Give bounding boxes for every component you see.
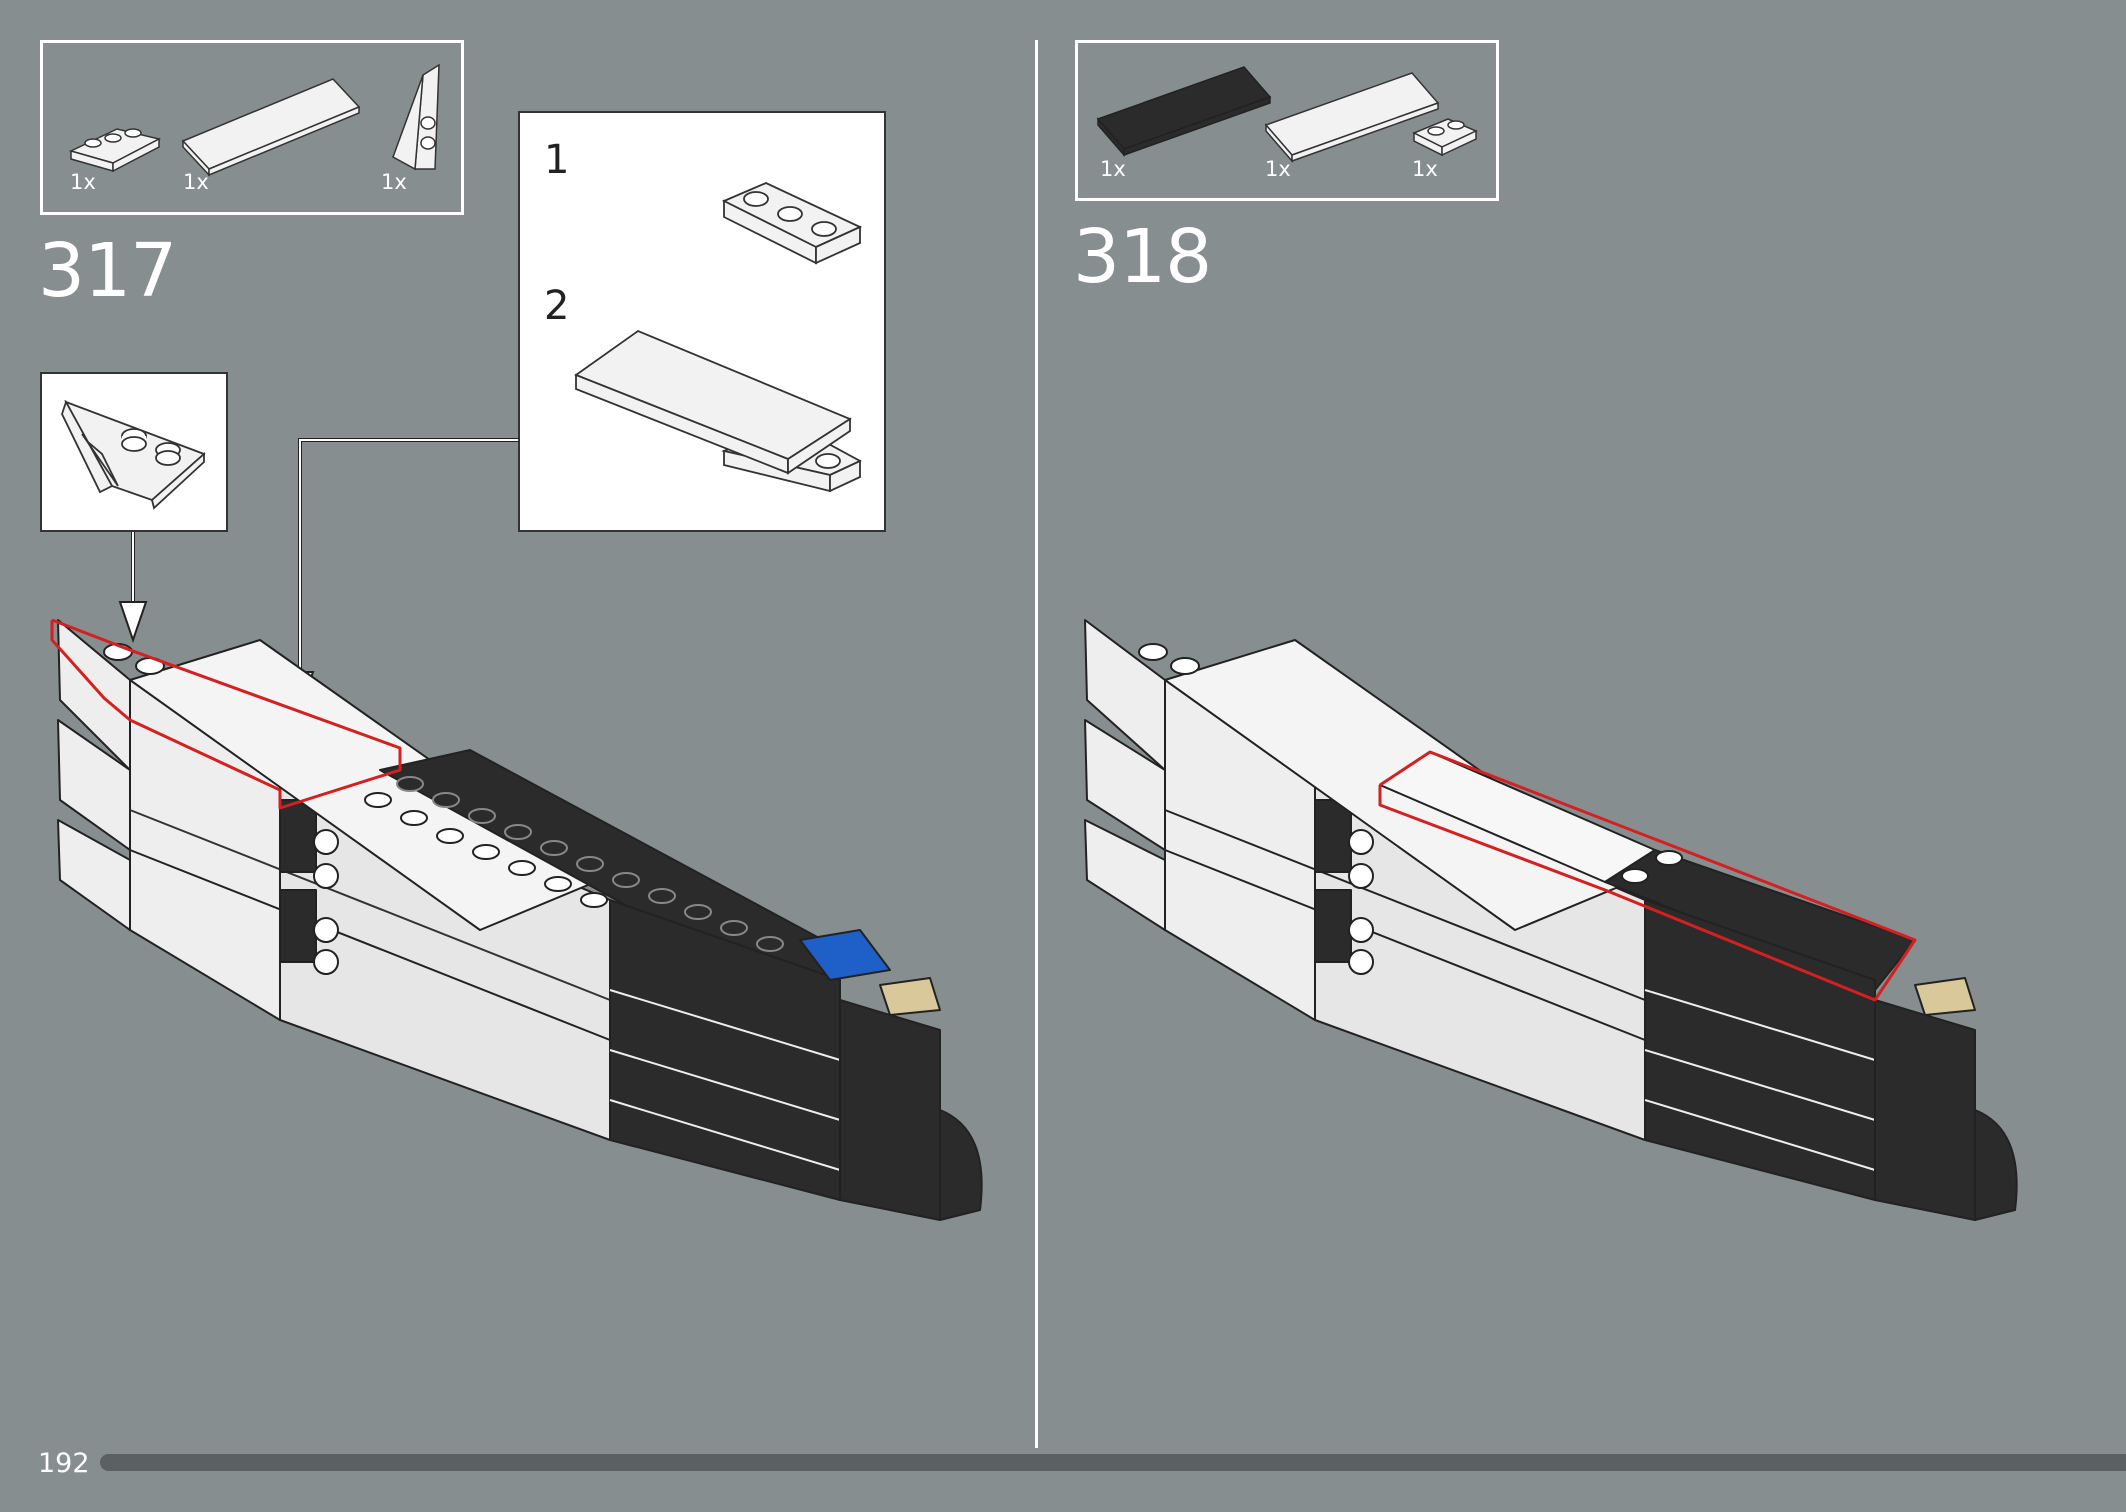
step-number: 318 [1073,214,1212,300]
parts-list-317-images [68,63,440,177]
tile-2x6-icon [574,329,852,475]
plate-1x2-icon [1412,118,1478,157]
subassembly-icons [574,182,863,493]
part-qty: 1x [183,170,209,194]
part-qty: 1x [381,170,407,194]
plate-1x3-icon [721,182,863,265]
wedge-plate-icon [392,63,440,171]
model-318 [1084,619,2018,1221]
parts-list-318: 1x 1x 1x [1075,40,1499,201]
substep-number: 2 [544,283,570,329]
parts-list-318-images [1096,66,1478,164]
callout-wedge [40,372,228,532]
step-number: 317 [38,228,177,314]
part-qty: 1x [1265,157,1291,181]
wedge-plate-icon [61,399,206,510]
progress-bar [100,1454,2126,1471]
model-317 [50,618,983,1221]
part-qty: 1x [1412,157,1438,181]
tile-2x6-icon [1264,72,1440,164]
callout-subassembly: 1 2 [518,111,886,532]
part-qty: 1x [70,170,96,194]
tile-2x6-icon [181,78,361,177]
parts-list-317: 1x 1x 1x [40,40,464,215]
black-tile-2x6-icon [1096,66,1272,158]
page-number: 192 [38,1448,90,1479]
part-qty: 1x [1100,157,1126,181]
plate-1x3-icon [68,128,162,173]
substep-number: 1 [544,137,570,183]
page-divider [1035,40,1038,1448]
